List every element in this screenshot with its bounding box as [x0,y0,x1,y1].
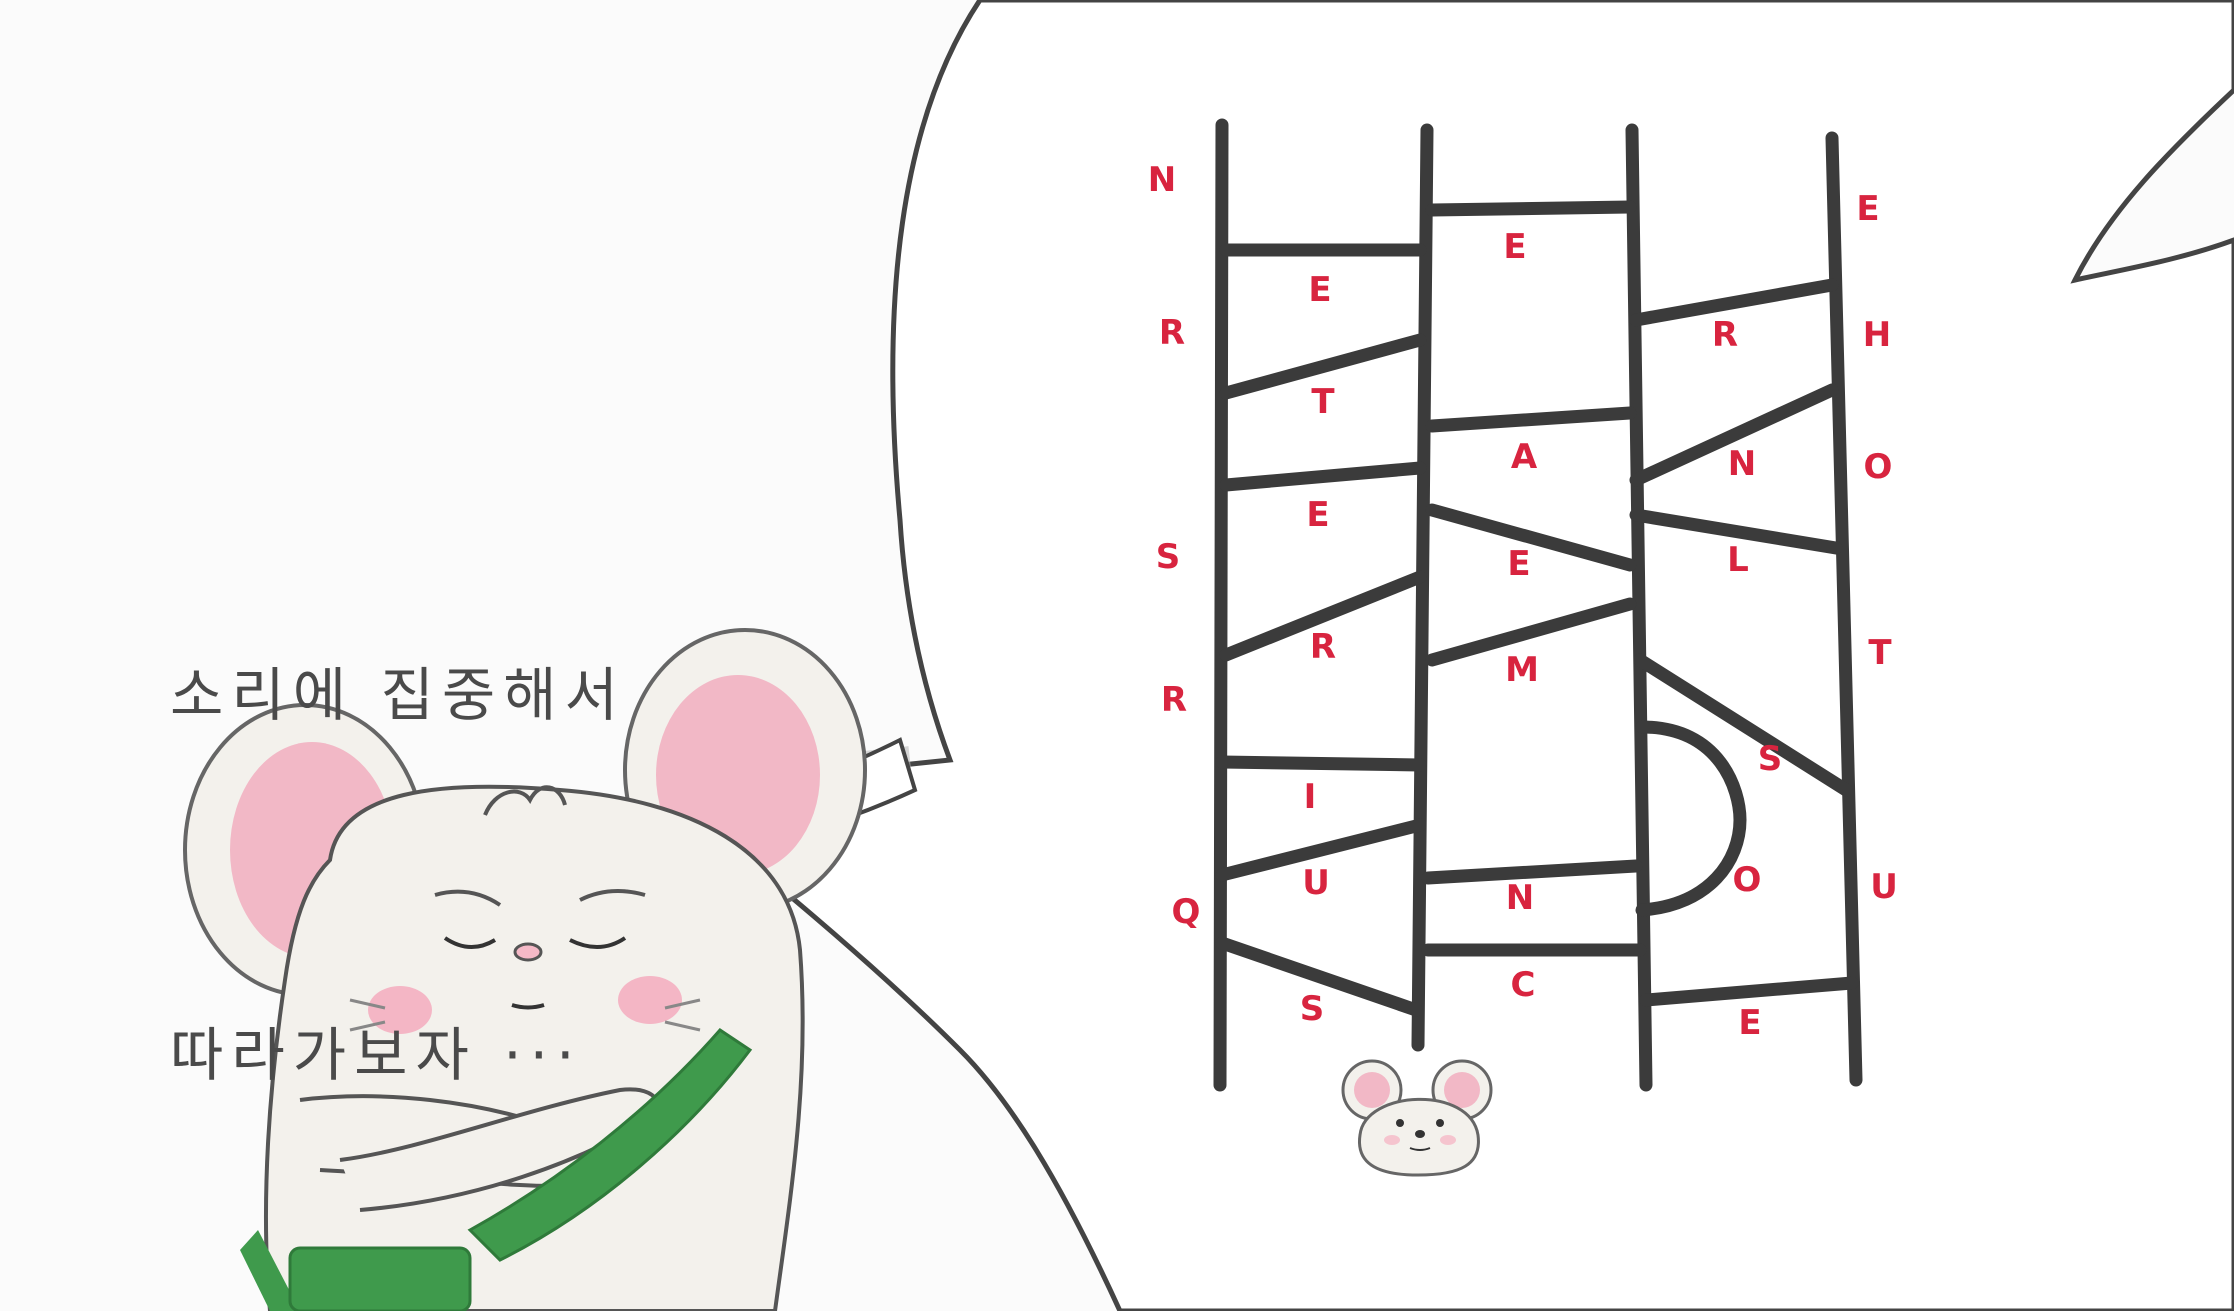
rung [1215,755,1427,772]
caption-line-1: 소리에 집중해서 [170,661,626,729]
letter-lane3-2: N [1728,444,1756,484]
letter-lane2-2: A [1511,437,1538,477]
letter-left-4: R [1161,680,1187,720]
rung [1425,597,1637,667]
rung [1219,461,1427,492]
rung [1219,570,1427,662]
letter-lane1-7: S [1300,989,1325,1029]
rung [1425,406,1637,433]
letter-right-3: O [1864,447,1893,487]
rung [1219,333,1427,400]
rung [1215,936,1423,1017]
letter-right-2: H [1863,315,1891,355]
letter-lane1-2: T [1311,382,1335,422]
letter-left-5: Q [1172,892,1201,932]
letter-lane2-5: N [1506,878,1534,918]
letter-lane2-1: E [1503,227,1526,267]
letter-left-1: N [1148,160,1176,200]
rail-4 [1825,131,1863,1087]
mouse-character [183,628,867,1311]
rail-3 [1625,123,1653,1092]
rung [1425,200,1637,217]
rung [1639,976,1859,1007]
letter-lane1-6: U [1302,863,1330,903]
letter-lane3-1: R [1712,315,1738,355]
bag-strap [467,1028,753,1262]
letter-lane2-4: M [1505,650,1539,690]
letter-right-5: U [1870,867,1898,907]
bag [288,1246,472,1311]
letter-lane1-5: I [1304,777,1317,817]
letter-right-1: E [1856,189,1879,229]
ladder-rungs [1215,200,1859,1017]
letter-lane3-3: L [1727,540,1749,580]
letter-lane1-4: R [1310,627,1336,667]
letter-lane3-6: E [1738,1003,1761,1043]
letter-right-4: T [1868,633,1892,673]
letter-lane2-6: C [1511,965,1536,1005]
rung [1629,383,1839,487]
letter-lane3-5: O [1733,860,1762,900]
rung [1629,508,1843,555]
letter-left-3: S [1156,537,1181,577]
bag-strap-left [240,1230,300,1311]
rail-2 [1411,123,1434,1052]
caption-text: 소리에 집중해서 따라가보자 ··· [170,395,790,1311]
ladder-detour-arc [1635,720,1747,917]
ladder-rails [1213,118,1863,1092]
letter-lane2-3: E [1507,544,1530,584]
rung [1629,278,1839,327]
letter-lane1-3: E [1306,495,1329,535]
letter-lane3-4: S [1758,739,1783,779]
caption-line-2: 따라가보자 ··· [170,1021,583,1089]
rail-1 [1213,118,1229,1092]
rung [1633,653,1853,797]
ladder-letters: N R S R Q E T E R I U S E A E M N C R N … [1148,160,1898,1043]
letter-left-2: R [1159,313,1185,353]
rung [1421,859,1643,885]
small-mouse-icon [1341,1059,1493,1177]
rung [1425,503,1637,572]
rung [1215,818,1427,882]
letter-lane1-1: E [1308,270,1331,310]
